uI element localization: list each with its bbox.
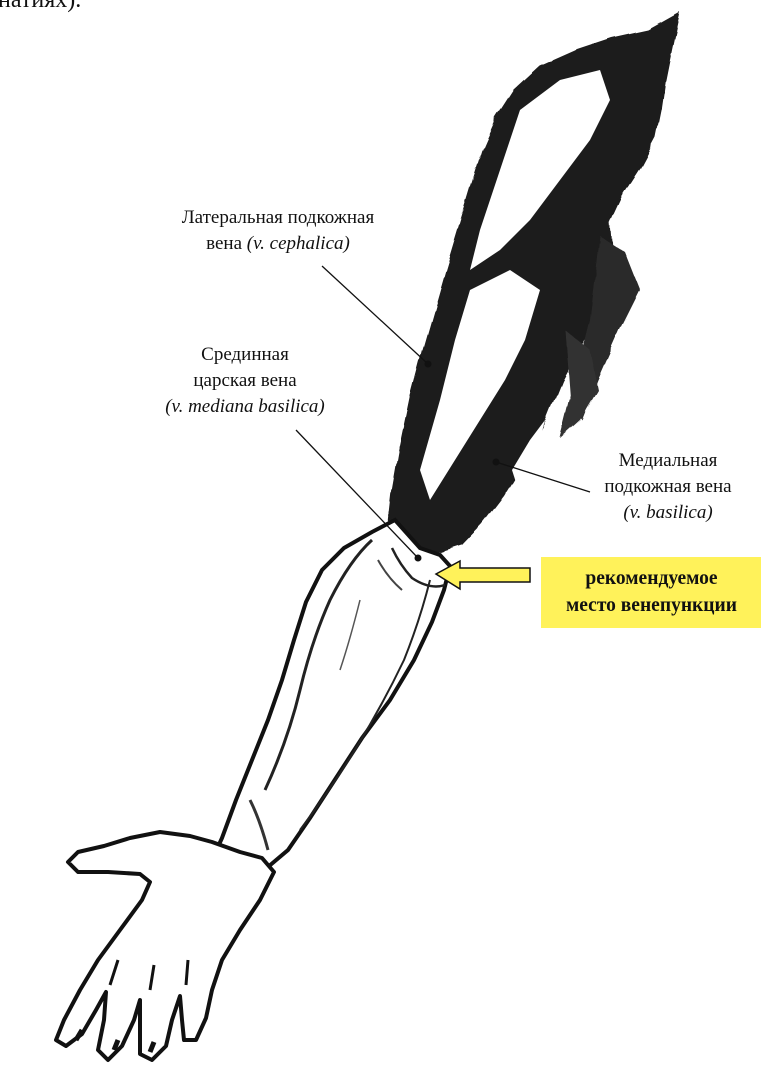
label-cephalic-vein: Латеральная подкожная вена (v. cephalica… <box>128 205 428 257</box>
label-basilica-line2: подкожная вена <box>558 474 761 500</box>
label-cephalic-name: Латеральная подкожная <box>128 205 428 231</box>
label-cephalic-latin: (v. cephalica) <box>247 233 350 254</box>
label-mediana-line2: царская вена <box>120 368 370 394</box>
callout-line2: место венепункции <box>541 592 761 619</box>
forearm-shape <box>212 520 450 872</box>
label-mediana-latin: (v. mediana basilica) <box>120 394 370 420</box>
label-mediana-line1: Срединная <box>120 342 370 368</box>
label-basilica-latin: (v. basilica) <box>558 500 761 526</box>
label-basilica-line1: Медиальная <box>558 448 761 474</box>
label-median-basilic-vein: Срединная царская вена (v. mediana basil… <box>120 342 370 420</box>
label-cephalic-line2: вена (v. cephalica) <box>128 231 428 257</box>
label-basilic-vein: Медиальная подкожная вена (v. basilica) <box>558 448 761 526</box>
puncture-site-callout: рекомендуемое место венепункции <box>541 557 761 628</box>
label-cephalic-name2: вена <box>206 233 242 254</box>
hand-shape <box>56 832 274 1060</box>
callout-line1: рекомендуемое <box>541 565 761 592</box>
